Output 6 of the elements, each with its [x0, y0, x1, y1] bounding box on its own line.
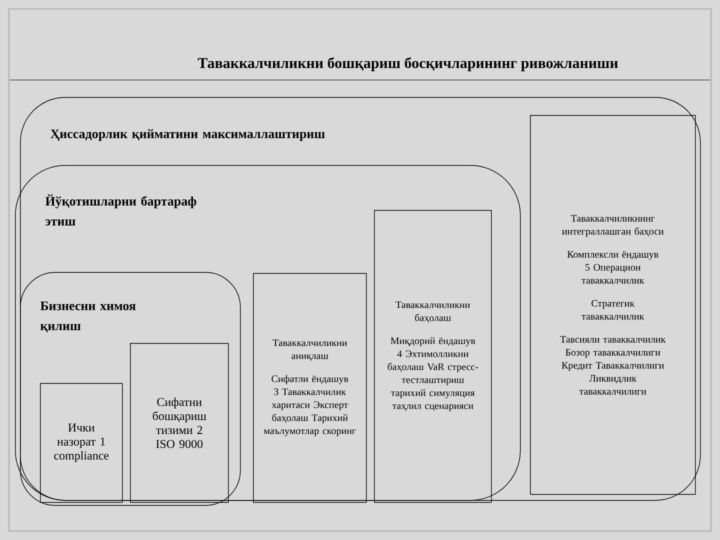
text-box: Таваккалчиликни баҳолаш Миқдорий ёндашув 4 Эхтимолликни баҳолаш VaR стресс-тестлаштириш тарихий симуляция таҳлил сценарияси [374, 210, 492, 503]
text-box: Сифатни бошқариш тизими 2 ISO 9000 [130, 343, 229, 503]
text-box: Ички назорат 1 compliance [40, 382, 123, 503]
text-box: Таваккалчиликнинг интеграллашган баҳоси Комплексли ёндашув 5 Операцион таваккалчилик Стратегик таваккалчилик Тавсияли таваккалчилик Бозор таваккалчилиги Кредит Таваккалчилиги Ликвидлик таваккалчилиги [530, 115, 696, 495]
title: Таваккалчиликни бошқариш босқичларининг ривожланиши [198, 57, 618, 72]
text-box: Таваккалчиликни аниқлаш Сифатли ёндашув 3 Таваккалчилик харитаси Эксперт баҳолаш Тарихий маълумотлар скоринг [253, 273, 367, 503]
